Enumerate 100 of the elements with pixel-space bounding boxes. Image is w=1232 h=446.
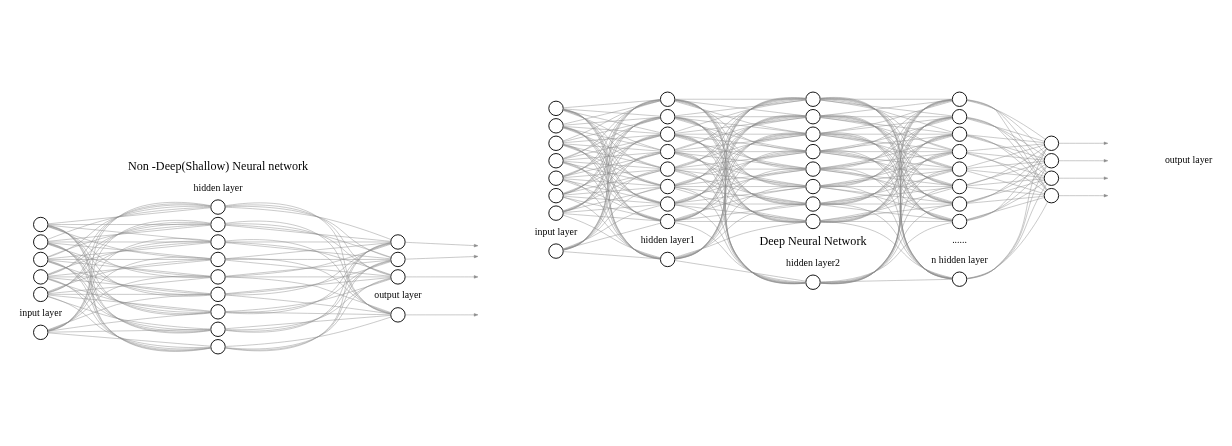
connector (562, 205, 661, 250)
node-circle (951, 91, 968, 107)
connector (674, 168, 806, 259)
node-circle (548, 205, 564, 221)
connector (966, 117, 1046, 157)
connector (966, 178, 1045, 187)
node-circle (659, 109, 676, 125)
connector (563, 135, 661, 160)
node-circle (659, 91, 676, 107)
connector (225, 243, 392, 296)
connector (562, 127, 661, 186)
node-circle (659, 251, 676, 268)
node-circle (390, 269, 406, 285)
node-circle (951, 126, 968, 142)
connector (966, 100, 1046, 140)
connector (820, 203, 953, 205)
connector (47, 207, 211, 225)
arrow (1058, 176, 1109, 180)
node-circle (805, 196, 821, 212)
connector (563, 213, 661, 222)
connector (966, 146, 1046, 186)
connector (820, 221, 953, 222)
node-circle (659, 178, 676, 195)
node-circle (210, 216, 226, 233)
connector (674, 186, 806, 259)
connector (563, 109, 661, 133)
connector (563, 109, 661, 222)
connector (562, 169, 661, 250)
connector (674, 221, 806, 222)
connector (966, 152, 1045, 161)
connector (562, 100, 661, 142)
connector (563, 152, 661, 177)
connector (225, 261, 392, 295)
connector (819, 187, 953, 204)
connector (224, 277, 391, 350)
connector (562, 145, 661, 185)
node-circle (390, 307, 406, 323)
connector (563, 197, 661, 221)
node-circle (390, 234, 406, 250)
node-circle (33, 324, 49, 340)
node-circle (951, 196, 968, 212)
node-circle (33, 216, 49, 233)
node-circle (210, 339, 226, 355)
connector (225, 294, 391, 315)
node-circle (33, 286, 49, 303)
arrow (1058, 194, 1109, 198)
label: output layer (1164, 154, 1213, 166)
connector (563, 117, 661, 126)
label: ...... (952, 234, 967, 246)
node-circle (33, 234, 49, 250)
connector (966, 153, 1045, 177)
node-circle (951, 109, 968, 125)
connector (674, 117, 806, 134)
node-circle (210, 304, 226, 320)
connector (966, 183, 1048, 279)
connector (820, 168, 953, 170)
connector (563, 204, 661, 213)
connector (563, 117, 661, 195)
connector (562, 162, 661, 203)
connector (562, 109, 661, 169)
connector (225, 242, 391, 352)
node-circle (951, 271, 968, 287)
node-circle (1043, 170, 1060, 186)
connector (674, 116, 806, 117)
connector (819, 117, 953, 134)
connector (563, 134, 661, 143)
connector (563, 178, 661, 187)
connector (563, 99, 661, 177)
connector (562, 197, 661, 259)
arrow (404, 275, 479, 279)
connector (563, 99, 661, 109)
arrow (404, 242, 479, 248)
connector (225, 259, 391, 277)
connector (563, 161, 661, 259)
connector (47, 206, 211, 258)
arrow (1058, 141, 1109, 145)
connector (966, 181, 1046, 221)
connector (563, 162, 661, 186)
connector (562, 170, 661, 212)
connector (674, 169, 806, 186)
connector (562, 187, 661, 250)
connector (562, 100, 661, 160)
connector (225, 278, 392, 331)
connector (563, 99, 661, 195)
node-circle (659, 143, 676, 160)
connector (47, 278, 212, 350)
connector (563, 143, 661, 152)
node-circle (659, 161, 676, 177)
connector (966, 152, 1046, 192)
connector (563, 170, 661, 195)
node-circle (33, 251, 49, 268)
connector (966, 135, 1045, 159)
connector (563, 118, 661, 142)
connector (225, 220, 391, 314)
connector (966, 134, 1045, 143)
connector (47, 224, 211, 242)
connector (562, 180, 661, 220)
connector (966, 99, 1048, 190)
node-circle (659, 213, 676, 230)
connector (47, 332, 211, 347)
